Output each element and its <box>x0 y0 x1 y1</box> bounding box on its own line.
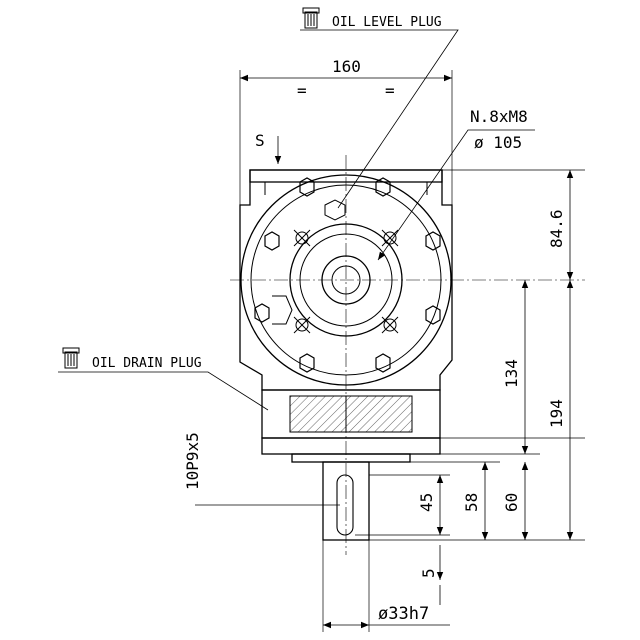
equal-right-label: = <box>385 81 395 100</box>
hex-bolt-icon <box>425 305 441 325</box>
hex-bolt-icon <box>299 353 315 373</box>
hex-bolt-icon <box>299 177 315 197</box>
oil-level-plug-label: OIL LEVEL PLUG <box>332 15 442 30</box>
bolt-hole-icon <box>295 318 309 332</box>
oil-drain-leader <box>58 371 269 411</box>
centerlines <box>230 155 585 555</box>
bolt-spec-label: N.8xM8 <box>470 107 528 126</box>
dim-60-label: 60 <box>502 493 521 512</box>
gearbox-base <box>261 389 441 463</box>
oil-level-plug-icon <box>302 7 320 29</box>
oil-drain-plug-label: OIL DRAIN PLUG <box>92 356 202 371</box>
extension-lines <box>239 70 585 632</box>
dim-58-label: 58 <box>462 493 481 512</box>
bolt-spec-leader <box>377 129 535 261</box>
input-side-label: S <box>255 131 265 150</box>
base-neck <box>291 453 411 463</box>
base-ribs-hatched <box>289 395 413 433</box>
bolt-hole-icon <box>295 231 309 245</box>
oil-drain-plug-icon <box>62 347 80 369</box>
equal-left-label: = <box>297 81 307 100</box>
oil-level-plug-body <box>324 199 346 221</box>
bolt-hole-icon <box>383 318 397 332</box>
hex-bolt-heads <box>254 177 441 373</box>
bolt-hole-icon <box>383 231 397 245</box>
hex-bolt-icon <box>254 303 270 323</box>
dim-84-6-label: 84.6 <box>547 209 566 248</box>
dimension-lines <box>240 74 574 629</box>
width-dim-label: 160 <box>332 57 361 76</box>
dim-134-label: 134 <box>502 359 521 388</box>
oil-drain-plug-body <box>272 295 293 325</box>
base-flange <box>261 437 441 455</box>
keyway-label: 10P9x5 <box>183 432 202 490</box>
dim-5-label: 5 <box>419 568 438 578</box>
oil-level-leader <box>300 29 459 209</box>
dim-45-label: 45 <box>417 493 436 512</box>
hex-bolt-icon <box>425 231 441 251</box>
leader-lines <box>58 29 535 506</box>
hex-bolt-icon <box>375 177 391 197</box>
shaft-diameter-label: ø33h7 <box>378 604 429 624</box>
dim-194-label: 194 <box>547 399 566 428</box>
hex-bolt-icon <box>375 353 391 373</box>
hex-bolt-icon <box>264 231 280 251</box>
flange-bolt-holes <box>293 229 399 334</box>
bolt-circle-label: ø 105 <box>474 133 522 152</box>
